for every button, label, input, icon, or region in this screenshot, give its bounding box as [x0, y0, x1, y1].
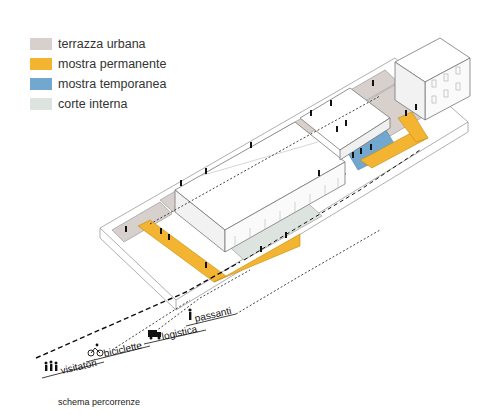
historic-building [395, 38, 470, 120]
sloped-block [300, 88, 390, 160]
legend-label: corte interna [58, 97, 127, 111]
caption: schema percorrenze [58, 397, 140, 407]
label-underlines [42, 314, 236, 378]
legend-swatch [30, 78, 52, 90]
legend-label: mostra temporanea [58, 77, 166, 91]
legend-swatch [30, 58, 52, 70]
route-label: visitatori [60, 357, 98, 376]
legend-swatch [30, 38, 52, 50]
route-label: biciclette [103, 340, 143, 359]
legend-label: terrazza urbana [58, 37, 146, 51]
people-figures [125, 80, 417, 268]
route-label: passanti [194, 305, 233, 324]
route-label: logistica [161, 323, 199, 342]
site-ground [100, 58, 468, 310]
main-building [175, 122, 345, 252]
legend-label: mostra permanente [58, 57, 166, 71]
permanent-exhibition [138, 112, 428, 282]
route-lines [36, 96, 420, 358]
legend-swatch [30, 98, 52, 110]
